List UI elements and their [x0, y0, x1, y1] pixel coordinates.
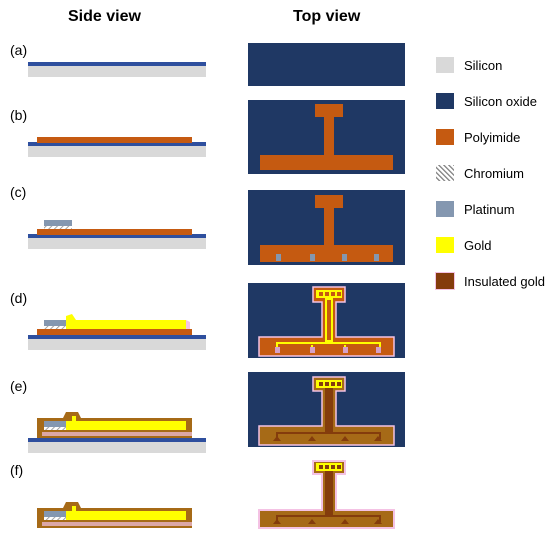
step-label-a: (a): [10, 42, 28, 58]
insulation-edge: [186, 320, 190, 329]
electrode-4: [376, 347, 381, 353]
platinum-layer: [44, 220, 72, 226]
oxide-layer: [28, 142, 206, 146]
silicon-layer: [28, 145, 206, 157]
side-view-b: [28, 137, 206, 157]
electrode-2: [310, 347, 315, 353]
platinum-layer: [44, 320, 70, 326]
polyimide-layer: [37, 329, 192, 335]
chromium-layer: [44, 226, 72, 229]
chromium-layer: [44, 326, 70, 329]
step-label-d: (d): [10, 290, 28, 306]
legend-label: Silicon oxide: [464, 93, 537, 109]
top-view-header: Top view: [293, 8, 361, 25]
silicon-layer: [28, 441, 206, 453]
platinum-layer: [44, 511, 70, 517]
silicon-layer: [28, 338, 206, 350]
platinum-swatch: [436, 201, 454, 217]
top-view-b: [248, 100, 405, 174]
step-label-f: (f): [10, 462, 24, 478]
gold-layer: [66, 314, 186, 329]
legend-silicon-oxide: Silicon oxide: [436, 92, 537, 110]
side-view-header: Side view: [68, 8, 141, 25]
legend-gold: Gold: [436, 236, 491, 254]
platinum-electrode-1: [276, 254, 281, 261]
insulated-trace-stem: [325, 471, 333, 515]
platinum-electrode-2: [310, 254, 315, 261]
legend-label: Chromium: [464, 165, 524, 181]
side-view-a: [28, 62, 206, 77]
insulated-trace-stem: [325, 388, 333, 432]
side-view-c: [28, 220, 206, 249]
chromium-swatch: [436, 165, 454, 181]
oxide-panel: [248, 43, 405, 86]
gold-step: [72, 416, 76, 421]
gold-layer: [66, 421, 186, 430]
legend-label: Insulated gold: [464, 273, 545, 289]
step-label-c: (c): [10, 184, 27, 200]
step-label-e: (e): [10, 378, 28, 394]
insulation-glow: [42, 432, 192, 436]
side-view-d: [28, 314, 206, 350]
insulation-glow: [42, 522, 192, 526]
gold-step: [72, 506, 76, 511]
legend-label: Gold: [464, 237, 492, 253]
oxide-layer: [28, 335, 206, 339]
top-view-d: [248, 283, 405, 358]
step-label-b: (b): [10, 107, 28, 123]
gold-layer: [66, 511, 186, 520]
side-view-e: [28, 412, 206, 453]
top-view-e: [248, 372, 405, 447]
polyimide-layer: [37, 229, 192, 235]
top-view-a: [248, 43, 405, 86]
electrode-3: [343, 347, 348, 353]
gold-trace-bar: [276, 342, 381, 349]
side-view-f: [37, 502, 192, 528]
legend-label: Polyimide: [464, 129, 521, 145]
polyimide-shape: [260, 195, 393, 262]
top-view-f: [258, 460, 395, 529]
platinum-layer: [44, 421, 70, 427]
top-view-c: [248, 190, 405, 265]
silicon-swatch: [436, 57, 454, 73]
oxide-layer: [28, 234, 206, 238]
chromium-layer: [44, 517, 70, 520]
chromium-layer: [44, 427, 70, 430]
insulated-gold-swatch: [436, 273, 454, 289]
polyimide-swatch: [436, 129, 454, 145]
silicon-layer: [28, 65, 206, 77]
platinum-electrode-4: [374, 254, 379, 261]
legend-chromium: Chromium: [436, 164, 524, 182]
legend-label: Silicon: [464, 57, 503, 73]
silicon-oxide-swatch: [436, 93, 454, 109]
polyimide-layer: [37, 137, 192, 143]
legend-insulated-gold: Insulated gold: [436, 272, 545, 290]
electrode-1: [275, 347, 280, 353]
legend-polyimide: Polyimide: [436, 128, 520, 146]
polyimide-shape: [260, 104, 393, 170]
oxide-layer: [28, 438, 206, 442]
legend-silicon: Silicon: [436, 56, 502, 74]
platinum-electrode-3: [342, 254, 347, 261]
gold-swatch: [436, 237, 454, 253]
legend-platinum: Platinum: [436, 200, 515, 218]
oxide-layer: [28, 62, 206, 66]
legend-label: Platinum: [464, 201, 515, 217]
silicon-layer: [28, 237, 206, 249]
